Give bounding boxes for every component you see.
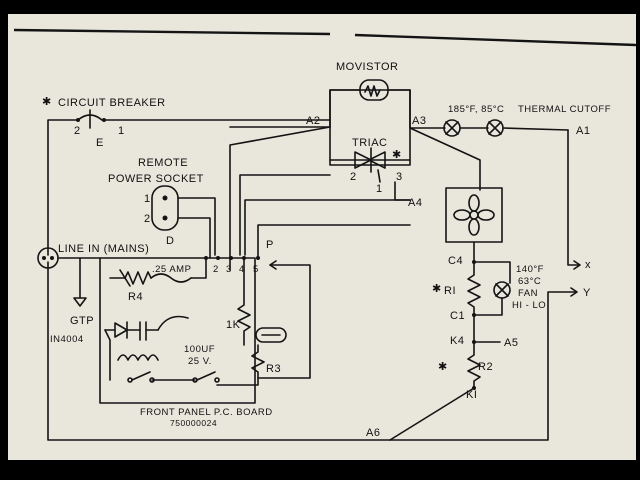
wire-triac-t2 (239, 174, 331, 256)
top-rule-left (13, 28, 331, 36)
circuit-breaker-symbol (76, 109, 106, 129)
r3-label: R3 (266, 363, 281, 375)
capacitor-symbol (139, 315, 189, 341)
arrow-x (573, 260, 581, 270)
wire-c4-fan-switch (473, 261, 511, 284)
cap-value-label: 100UF (184, 344, 215, 355)
r1-label: RI (444, 285, 456, 297)
wire-a2-to-terminal2 (229, 126, 331, 271)
resistor-r4 (124, 271, 152, 285)
wire-neutral-loop (47, 261, 391, 441)
wire-line-to-breaker (47, 119, 79, 256)
wire-board-left (104, 329, 111, 381)
fuse-value-label: .25 AMP (152, 264, 191, 275)
terminal-5-label: 5 (253, 264, 259, 275)
a6-label: A6 (366, 427, 380, 439)
r2-label: R2 (478, 361, 493, 373)
a4-label: A4 (408, 197, 422, 209)
k4-label: K4 (450, 335, 464, 347)
arrow-y (570, 287, 578, 297)
board-label: FRONT PANEL P.C. BOARD (140, 407, 273, 418)
socket-pin-2: 2 (144, 213, 151, 225)
triac-label: TRIAC (352, 137, 388, 149)
circuit-breaker-label: CIRCUIT BREAKER (58, 97, 166, 109)
remote-label: REMOTE (138, 157, 188, 169)
r2-mark: ✱ (438, 361, 448, 373)
breaker-mark: ✱ (42, 96, 52, 108)
diode-symbol (104, 321, 141, 339)
thermal-cutoff-lamps (409, 119, 569, 137)
triac-pin-3: 3 (396, 171, 403, 183)
triac-pin-1: 1 (376, 183, 383, 195)
movistor-label: MOVISTOR (336, 61, 398, 73)
cap-voltage-label: 25 V. (188, 356, 212, 367)
output-y-label: Y (583, 287, 591, 299)
a3-label: A3 (412, 115, 426, 127)
output-x-label: x (585, 259, 591, 271)
a5-label: A5 (504, 337, 518, 349)
arrow-p (269, 260, 277, 270)
fuse-symbol (150, 273, 192, 283)
fan-temp-f-label: 140°F (516, 264, 544, 275)
c1-label: C1 (450, 310, 465, 322)
triac-mark: ✱ (392, 149, 402, 161)
power-socket-label: POWER SOCKET (108, 173, 204, 185)
diode-label: IN4004 (50, 334, 84, 345)
gtp-label: GTP (70, 315, 94, 327)
triac-pin-2: 2 (350, 171, 357, 183)
wire-terminal5 (257, 224, 411, 259)
resistor-1k (237, 257, 251, 346)
wire-a4-to-terminal4 (244, 199, 411, 256)
wire-a6-to-y (389, 291, 576, 441)
k1-label: KI (466, 389, 477, 401)
resistor-r3 (216, 344, 265, 386)
schematic-paper (8, 14, 636, 460)
terminal-2-label: 2 (213, 264, 219, 275)
remote-power-socket (151, 185, 216, 259)
fan-icon (453, 194, 495, 236)
thermal-temp-label: 185°F, 85°C (448, 104, 504, 115)
line-in-label: LINE IN (MAINS) (58, 243, 149, 255)
board-number-label: 750000024 (170, 418, 217, 428)
wire-a3-to-fan (409, 127, 481, 191)
breaker-e: E (96, 137, 104, 149)
socket-pin-1: 1 (144, 193, 151, 205)
breaker-pin-1: 1 (118, 125, 125, 137)
r1-mark: ✱ (432, 283, 442, 295)
socket-d: D (166, 235, 174, 247)
terminal-4-label: 4 (239, 264, 245, 275)
wire-a1-to-x (567, 129, 579, 266)
front-panel-board-outline (99, 257, 256, 404)
wire-k1-a6 (389, 387, 475, 441)
fan-mode-label: HI - LO (512, 300, 546, 311)
indicator-lamp (255, 327, 287, 343)
resistor-r1 (467, 261, 481, 316)
r4-arrow (119, 269, 131, 287)
c4-label: C4 (448, 255, 463, 267)
terminal-3-label: 3 (226, 264, 232, 275)
top-rule-right (354, 33, 637, 47)
a2-label: A2 (306, 115, 320, 127)
resistor-r2 (467, 341, 481, 389)
terminal-p-label: P (266, 239, 274, 251)
wire-p (257, 264, 311, 379)
relay-coil (117, 354, 159, 361)
res-1k-label: 1K (226, 319, 241, 331)
a1-label: A1 (576, 125, 590, 137)
thermal-cutoff-label: THERMAL CUTOFF (518, 104, 611, 115)
ground-symbol (73, 297, 87, 307)
fan-label: FAN (518, 288, 538, 299)
triac-symbol (329, 147, 411, 183)
wire-fan-switch-c1 (473, 297, 503, 316)
breaker-pin-2: 2 (74, 125, 81, 137)
fan-temp-c-label: 63°C (518, 276, 541, 287)
r4-label: R4 (128, 291, 143, 303)
wire-fuse-to-terminal (190, 257, 207, 279)
